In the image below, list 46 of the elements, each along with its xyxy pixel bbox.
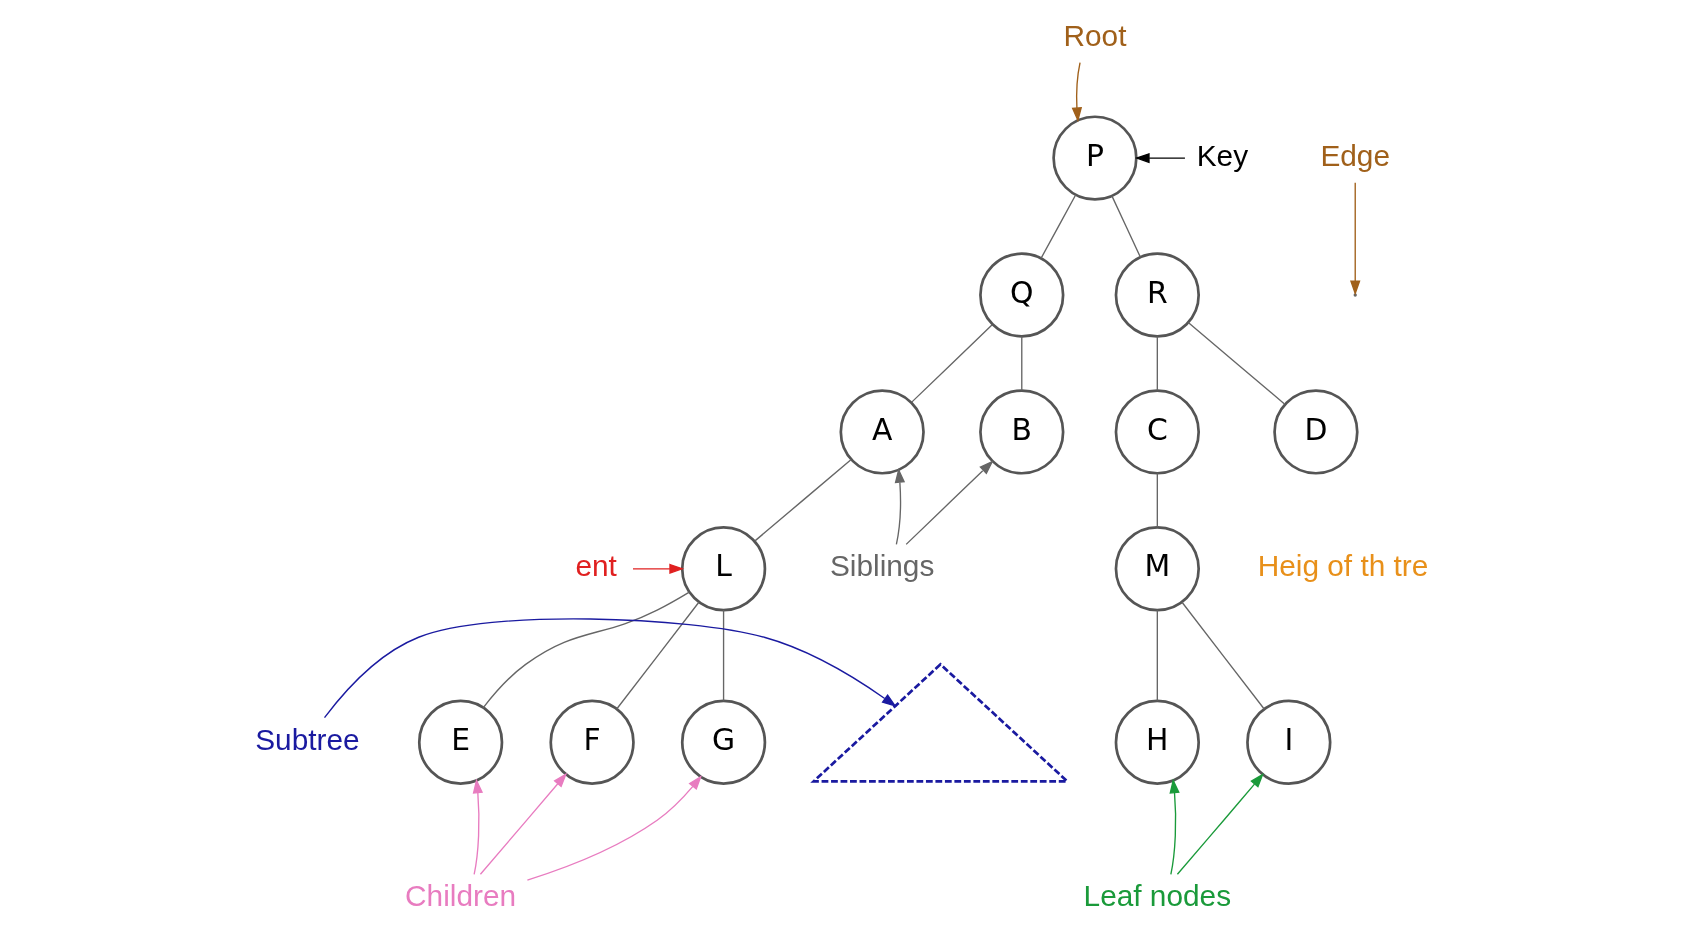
node-text: Siblings [829,549,935,583]
arrow [1071,62,1083,123]
connector [911,324,993,403]
node-text: Edge [1320,138,1391,172]
arrow [1169,778,1180,875]
connector [616,601,700,710]
connector [1156,335,1158,391]
node-circle: H [1114,699,1200,785]
node-text: Subtree [255,722,360,756]
node-circle: G [680,699,767,785]
node-circle: R [1114,252,1200,338]
arrow [323,618,897,719]
node-text: Leaf nodes [1083,879,1232,913]
arrow [632,563,685,575]
node-circle: Q [979,252,1065,338]
node-circle: I [1246,699,1332,785]
connector [482,591,690,709]
arrow [472,778,484,875]
arrow [526,775,702,881]
arrow [1176,773,1264,875]
node-circle: F [549,699,635,785]
label: Heig of th tre [1257,549,1429,583]
connector [754,458,852,542]
connector [1156,472,1158,528]
node-circle: A [839,389,925,475]
connector [1187,321,1286,405]
connector [1111,195,1141,258]
node-circle: P [1052,115,1138,201]
node-text: Key [1196,138,1249,172]
node-text: ent [575,549,617,583]
node-text: Root [1063,18,1127,52]
connector [1156,609,1158,702]
node-circle: M [1114,526,1200,612]
node-circle: C [1114,389,1200,475]
arrow [1134,152,1186,164]
node-text: Children [405,879,517,913]
node-circle: E [417,699,504,785]
node-circle: D [1273,389,1359,475]
arrow [905,460,994,546]
connector [1181,601,1265,710]
connector [722,609,725,702]
arrow [894,467,906,545]
node-circle: L [680,526,767,612]
arrow [479,772,568,875]
connector [1021,335,1023,391]
connector [1040,194,1077,259]
